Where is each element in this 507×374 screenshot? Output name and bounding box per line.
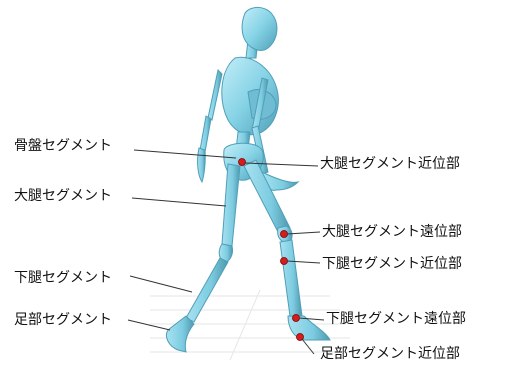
marker-shank-distal [293,315,300,322]
label-shank-proximal: 下腿セグメント近位部 [322,256,462,272]
torso [222,57,278,150]
label-thigh-segment: 大腿セグメント [14,188,112,204]
marker-thigh-distal [281,231,288,238]
back-arm [198,70,222,182]
label-pelvis-segment: 骨盤セグメント [14,138,112,154]
label-foot-proximal: 足部セグメント近位部 [320,346,460,362]
label-shank-distal: 下腿セグメント遠位部 [326,311,466,327]
label-thigh-proximal: 大腿セグメント近位部 [320,156,460,172]
label-foot-segment: 足部セグメント [14,312,112,328]
marker-thigh-proximal [239,159,246,166]
label-thigh-distal: 大腿セグメント遠位部 [322,224,462,240]
leader-foot [128,320,170,330]
marker-shank-proximal [281,258,288,265]
head [242,7,277,58]
label-shank-segment: 下腿セグメント [14,270,112,286]
leader-pelvis [134,150,236,158]
leader-shank [130,276,192,292]
leader-thigh [132,198,226,206]
